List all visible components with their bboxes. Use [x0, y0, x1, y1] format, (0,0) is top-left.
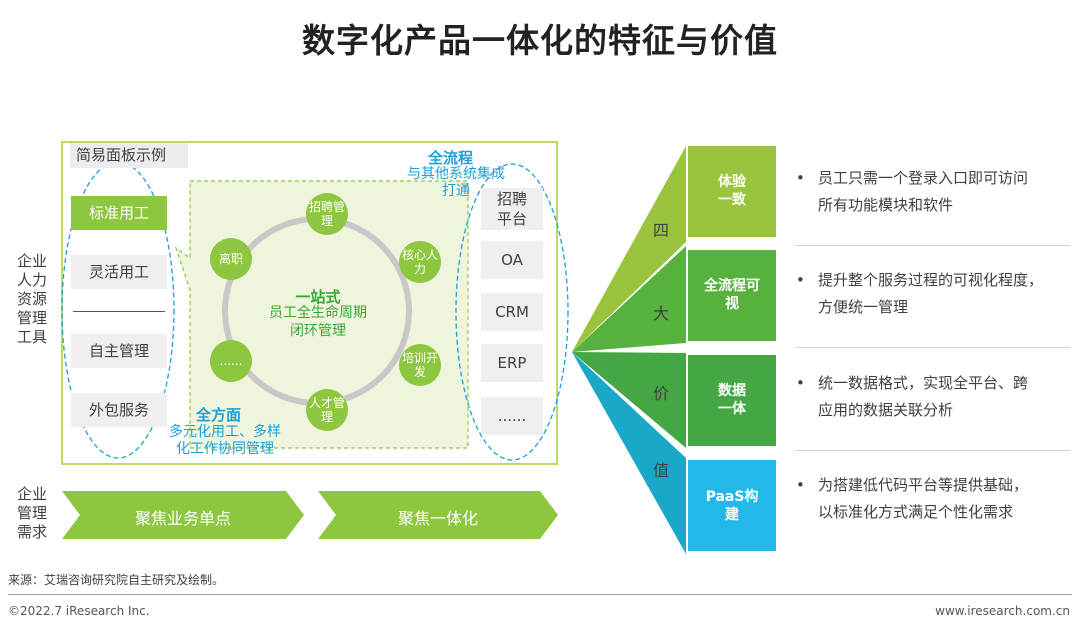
fan-char-3: 价: [652, 384, 669, 403]
bullet-dot: •: [796, 271, 805, 289]
arrow-shape-single: [62, 491, 304, 539]
bullet-text-2: 提升整个服务过程的可视化程度，方便统一管理: [818, 271, 1044, 316]
arrow-label-single: 聚焦业务单点: [134, 509, 231, 528]
bullet-dot: •: [796, 169, 805, 187]
right-dashed-ellipse: [455, 163, 569, 461]
value-label-visibility: 全流程可视: [704, 278, 760, 312]
cycle-node-core: 核心人力: [399, 241, 441, 283]
value-box-1: [688, 146, 776, 237]
arrow-shape-integrated: [318, 491, 558, 539]
value-box-2: [688, 250, 776, 341]
bullet-dot: •: [796, 476, 805, 494]
page-title: 数字化产品一体化的特征与价值: [302, 21, 778, 60]
bullet-divider: [795, 347, 1070, 348]
cycle-node-leave: 离职: [210, 238, 252, 280]
arrow-label-integrated: 聚焦一体化: [397, 509, 478, 528]
left-item-self: 自主管理: [71, 334, 167, 368]
right-item-crm: CRM: [481, 293, 543, 331]
fan-wedge-1: [572, 146, 686, 352]
footer-copyright: ©2022.7 iResearch Inc.: [8, 604, 150, 618]
center-title: 一站式: [295, 288, 341, 306]
annotation-quanfangmian-title: 全方面: [196, 406, 242, 424]
right-item-erp: ERP: [481, 344, 543, 382]
fan-char-4: 值: [652, 461, 669, 480]
source-note: 来源：艾瑞咨询研究院自主研究及绘制。: [8, 573, 225, 587]
bullet-text-4: 为搭建低代码平台等提供基础，以标准化方式满足个性化需求: [818, 476, 1029, 521]
cycle-node-recruit: 招聘管理: [306, 193, 348, 235]
left-item-outsource: 外包服务: [71, 393, 167, 427]
fan-wedge-4: [572, 352, 686, 554]
bullet-divider: [795, 450, 1070, 451]
side-label-tools: 企业人力资源管理工具: [16, 252, 47, 346]
bullet-text-1: 员工只需一个登录入口即可访问所有功能模块和软件: [818, 169, 1029, 214]
bullet-text-3: 统一数据格式，实现全平台、跨应用的数据关联分析: [818, 374, 1029, 419]
fan-char-1: 四: [652, 221, 669, 240]
fan-wedge-3: [572, 352, 686, 448]
value-label-paas: PaaS构建: [705, 489, 759, 523]
footer-website[interactable]: www.iresearch.com.cn: [935, 604, 1070, 618]
center-subtitle: 员工全生命周期 闭环管理: [269, 305, 367, 339]
value-label-experience: 体验一致: [718, 174, 746, 208]
value-box-3: [688, 355, 776, 446]
cycle-node-talent: 人才管理: [306, 389, 348, 431]
value-box-4: [688, 460, 776, 551]
fan-char-2: 大: [652, 304, 669, 323]
right-item-more: ......: [481, 397, 543, 435]
cycle-node-training: 培训开发: [399, 344, 441, 386]
right-item-recruit-platform: 招聘平台: [481, 188, 543, 230]
annotation-quanfangmian-text: 多元化用工、多样 化工作协同管理: [169, 424, 281, 457]
annotation-quanliucheng-title: 全流程: [428, 149, 474, 167]
left-divider: [73, 311, 165, 312]
panel-title: 简易面板示例: [70, 143, 188, 168]
cycle-node-more: ......: [210, 340, 252, 382]
left-item-flexible: 灵活用工: [71, 255, 167, 289]
left-item-standard: 标准用工: [71, 196, 167, 230]
bullet-dot: •: [796, 374, 805, 392]
right-item-oa: OA: [481, 241, 543, 279]
bullet-divider: [795, 245, 1070, 246]
side-label-needs: 企业管理需求: [16, 485, 47, 541]
fan-wedge-2: [572, 246, 686, 352]
annotation-quanliucheng-text: 与其他系统集成 打通: [407, 166, 505, 199]
value-label-data: 数据一体: [718, 383, 746, 417]
footer-divider: [8, 594, 1072, 595]
